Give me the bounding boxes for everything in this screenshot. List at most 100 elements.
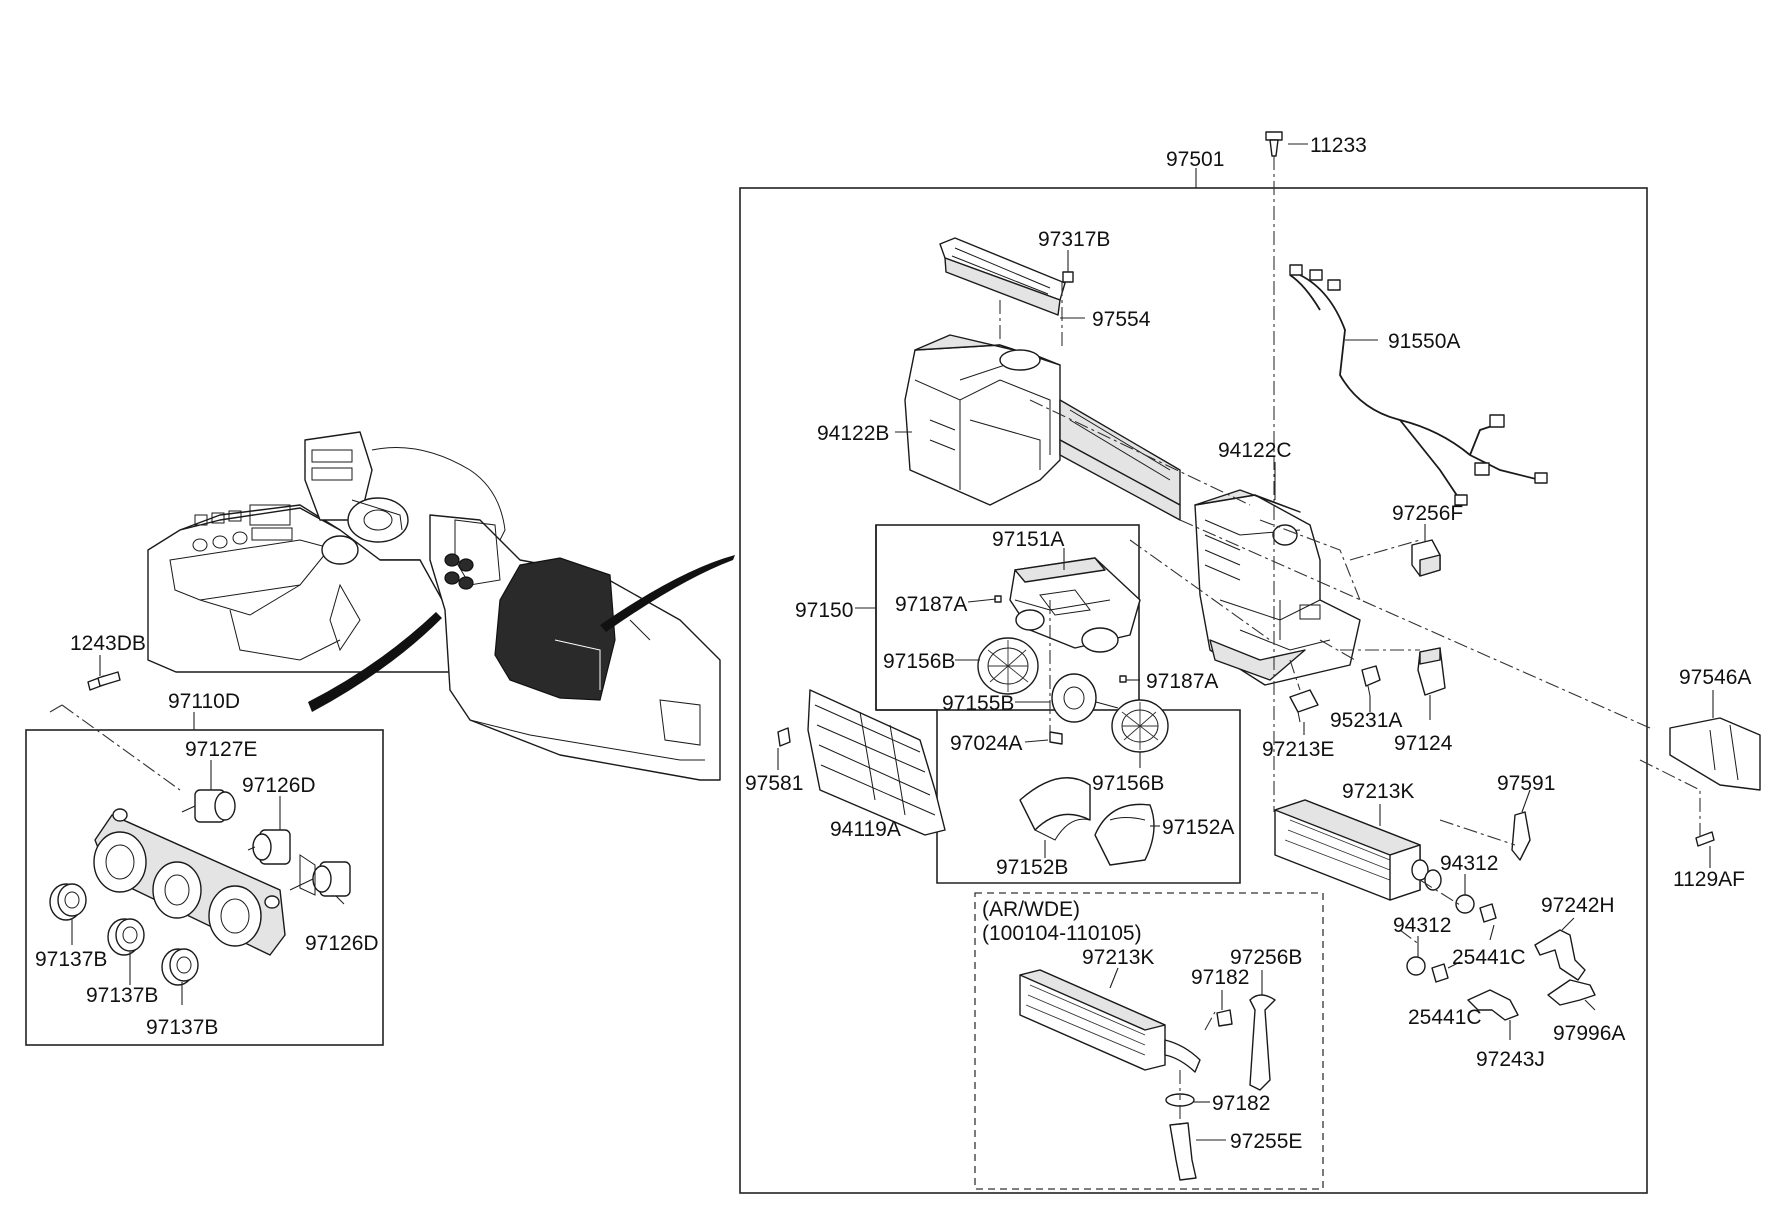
scroll-97152B — [1019, 777, 1091, 841]
callout-97156B-right: 97156B — [1092, 772, 1164, 795]
callout-97152B: 97152B — [996, 856, 1068, 879]
clip-97024A — [1049, 731, 1063, 745]
variant-note-line2: (100104-110105) — [982, 922, 1142, 945]
callout-97256F: 97256F — [1392, 502, 1463, 525]
callout-97156B-left: 97156B — [883, 650, 955, 673]
sensor-97213E — [1289, 689, 1319, 723]
actuator-97127E — [181, 789, 236, 823]
callout-97150: 97150 — [795, 599, 853, 622]
control-unit-frame — [25, 729, 384, 1046]
clamp-25441C-lower — [1431, 963, 1449, 983]
callout-97024A: 97024A — [950, 732, 1022, 755]
filter-94119A — [807, 689, 946, 836]
callout-25441C-upper: 25441C — [1452, 946, 1526, 969]
reference-lines — [49, 156, 1701, 1125]
blower-frame-extension — [876, 709, 1241, 884]
knob-97137B-middle — [107, 918, 145, 956]
actuator-97126D-lower — [289, 854, 351, 897]
callout-97187A-lower: 97187A — [1146, 670, 1218, 693]
callout-97501: 97501 — [1166, 148, 1224, 171]
callout-97591: 97591 — [1497, 772, 1555, 795]
callout-97137B-middle: 97137B — [86, 984, 158, 1007]
wiring-harness-91550A — [1289, 264, 1548, 506]
duct-97546A — [1669, 717, 1761, 791]
callout-97110D: 97110D — [168, 690, 240, 713]
leader-lines — [71, 143, 1714, 1141]
callout-97137B-left: 97137B — [35, 948, 107, 971]
callout-95231A: 95231A — [1330, 709, 1402, 732]
callout-97317B: 97317B — [1038, 228, 1110, 251]
screw-1243DB — [87, 671, 121, 691]
callout-94312-upper: 94312 — [1440, 852, 1498, 875]
screw-1129AF — [1695, 831, 1715, 847]
clip-97317B — [1062, 271, 1074, 283]
callout-94122B: 94122B — [817, 422, 889, 445]
hose-97255E — [1169, 1122, 1197, 1181]
clamp-97182-upper — [1216, 1009, 1233, 1027]
callout-97155B: 97155B — [942, 692, 1014, 715]
actuator-97124 — [1417, 647, 1446, 696]
motor-97155B — [1051, 673, 1119, 723]
callout-97137B-right: 97137B — [146, 1016, 218, 1039]
callout-97213E: 97213E — [1262, 738, 1334, 761]
callout-97182-upper: 97182 — [1191, 966, 1249, 989]
callout-97256B: 97256B — [1230, 946, 1302, 969]
duct-long — [1059, 399, 1181, 521]
screw-11233 — [1265, 131, 1283, 157]
knob-97137B-right — [161, 948, 199, 986]
heater-core-97213K-variant — [1019, 969, 1201, 1073]
clip-97581 — [777, 727, 791, 747]
callout-11233: 11233 — [1310, 134, 1367, 157]
callout-97182-lower: 97182 — [1212, 1092, 1270, 1115]
callout-94122C: 94122C — [1218, 439, 1292, 462]
callout-25441C-lower: 25441C — [1408, 1006, 1482, 1029]
callout-94119A: 94119A — [830, 818, 901, 841]
callout-labels: 11233 97501 97317B 97554 91550A 94122B 9… — [35, 134, 1751, 1153]
callout-97127E: 97127E — [185, 738, 257, 761]
callout-97152A: 97152A — [1162, 816, 1234, 839]
callout-97581: 97581 — [745, 772, 803, 795]
heater-core-97213K-main — [1274, 799, 1442, 901]
bracket-97591 — [1511, 811, 1531, 861]
control-panel-assembly — [93, 808, 286, 956]
intake-housing-94122B — [904, 334, 1061, 506]
hose-97243J — [1467, 989, 1519, 1021]
hose-97242H — [1534, 929, 1586, 981]
callout-97996A: 97996A — [1553, 1022, 1625, 1045]
sensor-95231A — [1361, 665, 1381, 697]
scroll-97152A — [1094, 803, 1155, 866]
fan-97156B-left — [977, 637, 1039, 695]
oring-94312-lower — [1406, 956, 1426, 976]
clamp-25441C-upper — [1479, 903, 1497, 923]
actuator-97126D-upper — [247, 829, 291, 865]
callout-97554: 97554 — [1092, 308, 1151, 331]
variant-note-line1: (AR/WDE) — [982, 898, 1080, 921]
callout-97187A-upper: 97187A — [895, 593, 967, 616]
callout-97243J: 97243J — [1476, 1048, 1545, 1071]
blower-case-97151A — [994, 557, 1141, 683]
callout-97213K-main: 97213K — [1342, 780, 1414, 803]
relay-97256F — [1411, 539, 1441, 577]
hose-97996A — [1547, 979, 1596, 1006]
callout-97124: 97124 — [1394, 732, 1453, 755]
callout-1243DB: 1243DB — [70, 632, 146, 655]
callout-97546A: 97546A — [1679, 666, 1751, 689]
dashboard-illustration — [147, 431, 735, 781]
callout-97242H: 97242H — [1541, 894, 1615, 917]
variant-frame — [974, 892, 1324, 1190]
hose-97256B — [1249, 994, 1276, 1091]
fan-97156B-right — [1111, 699, 1169, 753]
callout-1129AF: 1129AF — [1673, 868, 1745, 891]
knob-97137B-left — [49, 883, 87, 921]
callout-97151A: 97151A — [992, 528, 1064, 551]
callout-97126D-lower: 97126D — [305, 932, 379, 955]
main-assembly-frame — [739, 187, 1648, 1194]
callout-97255E: 97255E — [1230, 1130, 1302, 1153]
callout-91550A: 91550A — [1388, 330, 1460, 353]
callout-94312-lower: 94312 — [1393, 914, 1451, 937]
filter-cover-97554 — [939, 237, 1066, 316]
callout-97213K-variant: 97213K — [1082, 946, 1154, 969]
heater-housing-94122C — [1194, 489, 1361, 686]
callout-97126D-upper: 97126D — [242, 774, 316, 797]
